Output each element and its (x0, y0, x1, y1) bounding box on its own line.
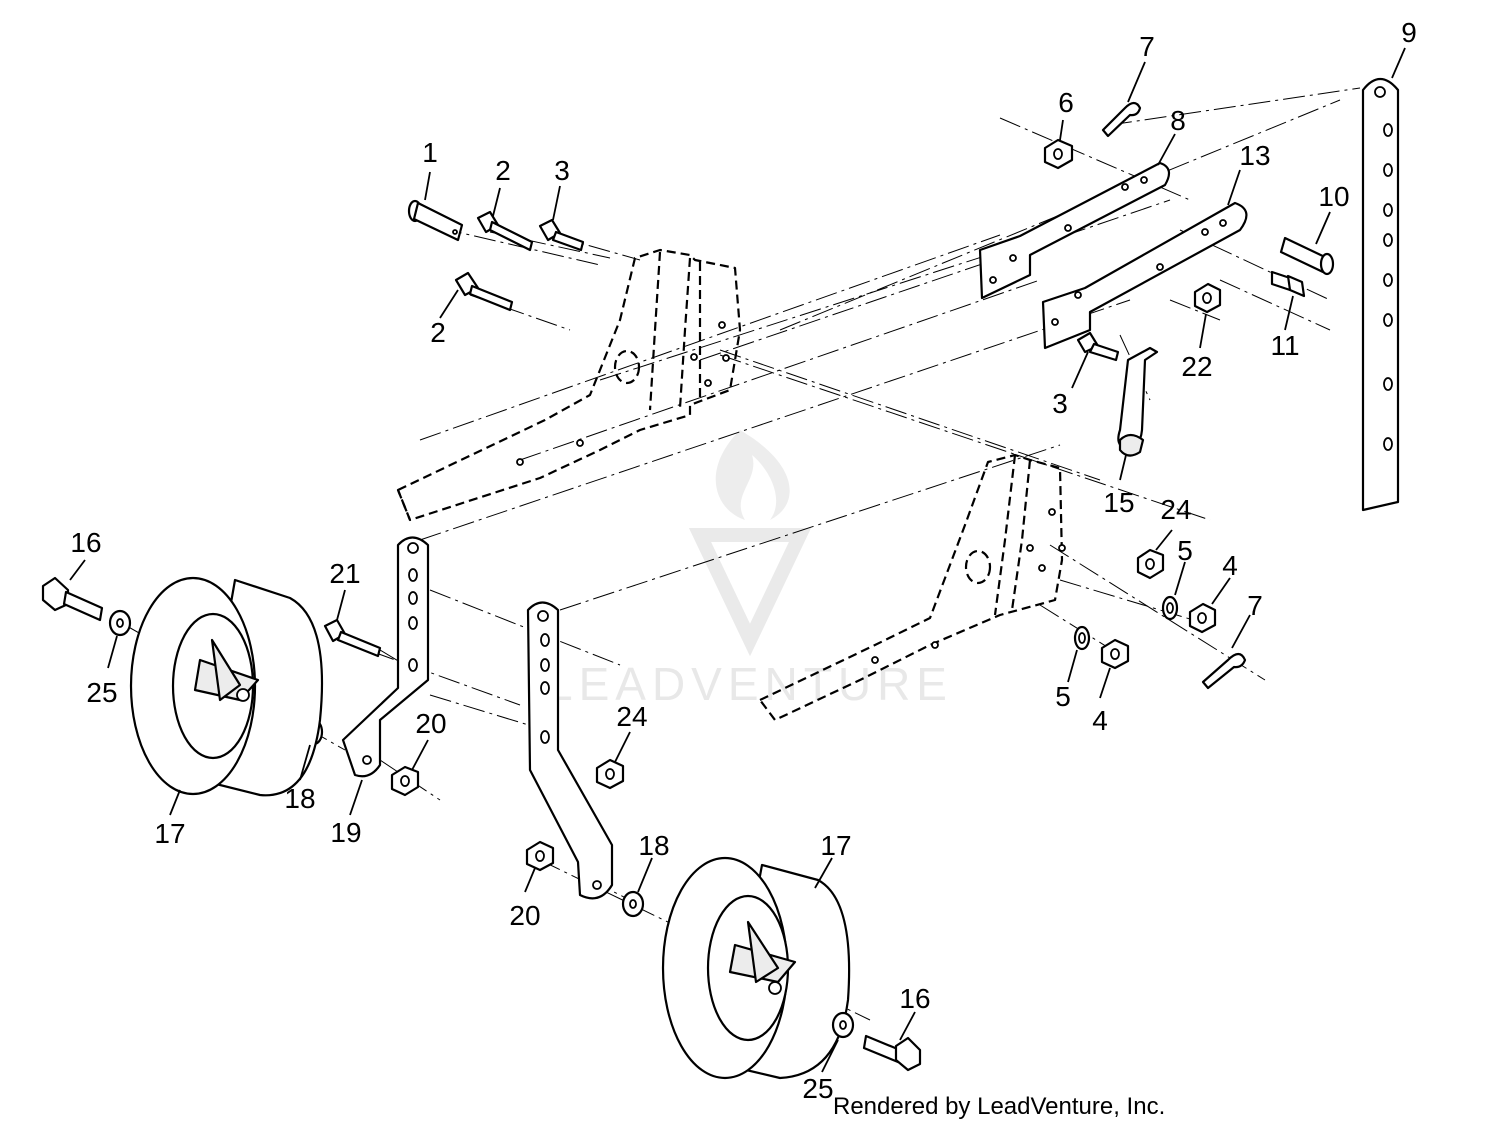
callout-5-upper: 5 (1177, 535, 1193, 566)
callout-6: 6 (1058, 87, 1074, 118)
callout-22: 22 (1181, 351, 1212, 382)
bolt-2-lower (454, 271, 514, 312)
callout-25-right: 25 (802, 1073, 833, 1104)
callout-19: 19 (330, 817, 361, 848)
lock-washer-5-lower (1073, 625, 1091, 651)
callout-13: 13 (1239, 140, 1270, 171)
nut-22 (1193, 282, 1222, 314)
callout-7-lower: 7 (1247, 590, 1263, 621)
clip-15 (1117, 346, 1159, 457)
callout-2-upper: 2 (495, 155, 511, 186)
callout-4-lower: 4 (1092, 705, 1108, 736)
wheel-17-left (129, 576, 324, 797)
nut-20-left (390, 765, 420, 797)
bolt-16-left (41, 576, 104, 622)
wheel-bracket-right (526, 601, 614, 900)
callout-2-lower: 2 (430, 317, 446, 348)
callout-18-left: 18 (284, 783, 315, 814)
nut-24-center (595, 758, 625, 790)
frame-right (758, 453, 1066, 722)
callout-17-left: 17 (154, 818, 185, 849)
callout-20-right: 20 (509, 900, 540, 931)
washer-18-right (621, 890, 645, 918)
cotter-pin-7-lower (1201, 652, 1247, 690)
bolt-3-upper (538, 218, 585, 252)
cotter-pin-7-upper (1101, 101, 1142, 138)
watermark-logo: LEADVENTURE (547, 430, 953, 710)
nut-4-lower (1100, 638, 1130, 670)
callout-16-right: 16 (899, 983, 930, 1014)
bolt-3-lower (1076, 331, 1120, 362)
wheel-17-right (661, 856, 851, 1080)
nut-20-right (525, 840, 555, 872)
callout-3-upper: 3 (554, 155, 570, 186)
frame-left (396, 248, 742, 522)
callout-24-right: 24 (1160, 494, 1191, 525)
callouts: 1 2 2 3 3 4 4 5 5 6 7 7 8 9 10 11 13 15 … (70, 17, 1416, 1104)
callout-9: 9 (1401, 17, 1417, 48)
bolt-16-right (862, 1034, 922, 1072)
washer-25-right (831, 1011, 855, 1039)
clevis-pin-10 (1279, 236, 1335, 276)
nut-4-upper (1188, 602, 1217, 634)
callout-7-upper: 7 (1139, 31, 1155, 62)
bolt-2-upper (476, 210, 534, 252)
washer-25-left (108, 609, 132, 637)
leader-lines (69, 47, 1406, 1073)
bracket-13 (1041, 201, 1248, 350)
callout-4-upper: 4 (1222, 550, 1238, 581)
callout-8: 8 (1170, 105, 1186, 136)
callout-17-right: 17 (820, 830, 851, 861)
clevis-pin-1 (407, 199, 464, 242)
bolt-11 (1270, 270, 1306, 298)
callout-3-lower: 3 (1052, 388, 1068, 419)
callout-16-left: 16 (70, 527, 101, 558)
nut-6 (1043, 138, 1074, 170)
lock-washer-5-upper (1161, 595, 1179, 621)
callout-5-lower: 5 (1055, 681, 1071, 712)
callout-1: 1 (422, 137, 438, 168)
wheel-bracket-19 (341, 536, 430, 778)
callout-18-right: 18 (638, 830, 669, 861)
callout-10: 10 (1318, 181, 1349, 212)
bolt-21 (323, 618, 382, 658)
nut-24-right (1136, 548, 1165, 580)
callout-21: 21 (329, 558, 360, 589)
rendered-by-footer: Rendered by LeadVenture, Inc. (833, 1093, 1165, 1120)
callout-24-center: 24 (616, 701, 647, 732)
watermark-text: LEADVENTURE (547, 658, 953, 710)
depth-bar-9 (1361, 77, 1400, 512)
callout-25-left: 25 (86, 677, 117, 708)
callout-20-left: 20 (415, 708, 446, 739)
callout-15: 15 (1103, 487, 1134, 518)
callout-11: 11 (1270, 330, 1299, 361)
